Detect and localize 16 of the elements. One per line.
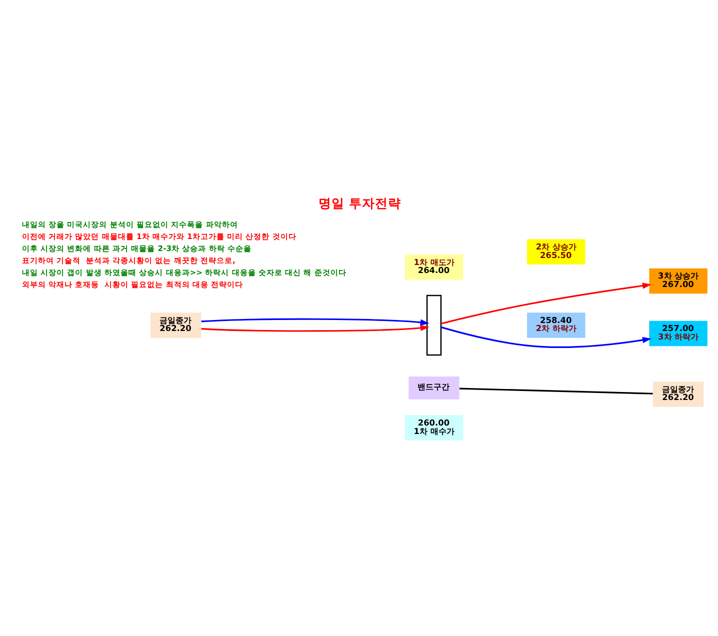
node-box: 밴드구간 [408,376,460,400]
arrow [440,326,652,348]
node-box: 2차 상승가 265.50 [527,239,586,265]
node-bar [426,294,442,356]
node-box: 258.40 2차 하락가 [527,312,586,338]
node-box: 3차 상승가 267.00 [649,268,708,294]
arrow [440,282,652,324]
arrow [201,324,430,332]
arrow [201,318,430,326]
node-box: 금일종가 262.20 [150,312,202,338]
node-box: 금일종가 262.20 [652,382,704,407]
node-box: 260.00 1차 매수가 [404,415,464,440]
node-box: 257.00 3차 하락가 [649,320,708,346]
node-box: 1차 매도가 264.00 [404,254,464,280]
connector [459,388,653,394]
diagram-title: 명일 투자전략 [318,196,401,211]
